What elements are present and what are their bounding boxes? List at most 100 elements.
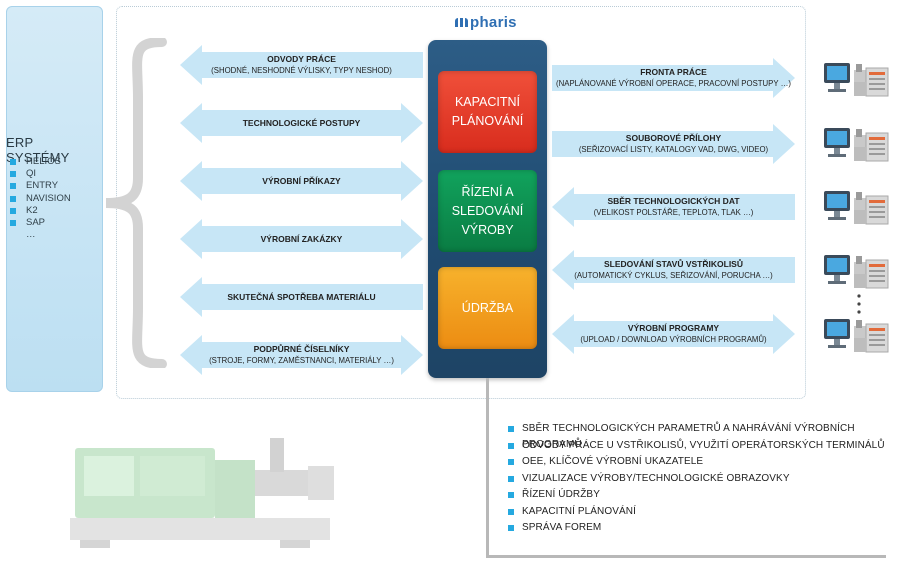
- pharis-core-column: KAPACITNÍ PLÁNOVÁNÍ ŘÍZENÍ A SLEDOVÁNÍ V…: [428, 40, 547, 378]
- feature-item: OEE, KLÍČOVÉ VÝROBNÍ UKAZATELE: [508, 454, 900, 471]
- arrow-shape-icon: [552, 314, 795, 354]
- arrow-body: [180, 335, 423, 375]
- arrow-subtitle: (NAPLÁNOVANÉ VÝROBNÍ OPERACE, PRACOVNÍ P…: [556, 79, 791, 88]
- arrow-shape-icon: [180, 103, 423, 143]
- bullet-square-icon: [10, 219, 16, 226]
- pharis-logo-mark-icon: [455, 18, 468, 27]
- arrow-production-orders: VÝROBNÍ PŘÍKAZY: [180, 161, 423, 201]
- arrow-subtitle: (STROJE, FORMY, ZAMĚSTNANCI, MATERIÁLY ……: [209, 356, 394, 365]
- arrow-shape-icon: [552, 187, 795, 227]
- erp-item-helios: HELIOS: [10, 156, 71, 168]
- bullet-square-icon: [508, 525, 514, 531]
- arrow-title: SLEDOVÁNÍ STAVŮ VSTŘIKOLISŮ: [603, 259, 743, 269]
- arrow-title: SBĚR TECHNOLOGICKÝCH DAT: [607, 196, 740, 206]
- feature-item: ODVODY PRÁCE U VSTŘIKOLISŮ, VYUŽITÍ OPER…: [508, 438, 900, 455]
- machine-terminal-icon: [822, 125, 892, 165]
- bullet-square-icon: [10, 183, 16, 190]
- arrow-body: [552, 187, 795, 227]
- erp-item-label: SAP: [26, 216, 46, 228]
- arrow-title: FRONTA PRÁCE: [640, 67, 707, 77]
- arrow-shape-icon: [180, 335, 423, 375]
- arrow-machine-states: SLEDOVÁNÍ STAVŮ VSTŘIKOLISŮ (AUTOMATICKÝ…: [552, 250, 795, 290]
- erp-item-more: …: [10, 229, 71, 241]
- arrow-body: [552, 58, 795, 98]
- arrow-title: VÝROBNÍ PROGRAMY: [627, 323, 720, 333]
- erp-item-navision: NAVISION: [10, 193, 71, 205]
- bullet-square-icon: [508, 508, 514, 515]
- bullet-square-icon: [508, 426, 514, 432]
- erp-item-label: ENTRY: [26, 180, 59, 192]
- bullet-square-icon: [10, 171, 16, 178]
- arrow-title: PODPŮRNÉ ČÍSELNÍKY: [253, 344, 350, 354]
- arrow-support-codebooks: PODPŮRNÉ ČÍSELNÍKY (STROJE, FORMY, ZAMĚS…: [180, 335, 423, 375]
- pharis-logo-text: pharis: [470, 14, 517, 31]
- maintenance-block: ÚDRŽBA: [438, 267, 537, 349]
- feature-label: ODVODY PRÁCE U VSTŘIKOLISŮ, VYUŽITÍ OPER…: [522, 439, 885, 451]
- erp-item-label: HELIOS: [26, 156, 61, 167]
- arrow-title: SOUBOROVÉ PŘÍLOHY: [625, 133, 722, 143]
- erp-item-entry: ENTRY: [10, 180, 71, 192]
- arrow-subtitle: (UPLOAD / DOWNLOAD VÝROBNÍCH PROGRAMŮ): [580, 335, 767, 344]
- arrow-work-reports: ODVODY PRÁCE (SHODNÉ, NESHODNÉ VÝLISKY, …: [180, 45, 423, 85]
- machine-terminal-icon: [822, 188, 892, 228]
- injection-molding-machine-image: [70, 438, 334, 548]
- arrow-body: [552, 124, 795, 164]
- arrow-title: SKUTEČNÁ SPOTŘEBA MATERIÁLU: [227, 292, 376, 302]
- erp-item-label: K2: [26, 204, 38, 216]
- connector-line: [486, 555, 886, 558]
- arrow-title: TECHNOLOGICKÉ POSTUPY: [242, 118, 361, 128]
- arrow-body: [180, 277, 423, 317]
- arrow-title: VÝROBNÍ ZAKÁZKY: [260, 234, 343, 244]
- feature-label: VIZUALIZACE VÝROBY/TECHNOLOGICKÉ OBRAZOV…: [522, 472, 790, 484]
- arrow-shape-icon: [180, 277, 423, 317]
- bullet-square-icon: [508, 442, 514, 449]
- feature-item: KAPACITNÍ PLÁNOVÁNÍ: [508, 504, 900, 521]
- erp-title: ERP SYSTÉMY: [6, 135, 70, 165]
- arrow-body: [180, 161, 423, 201]
- capacity-planning-label: KAPACITNÍ PLÁNOVÁNÍ: [451, 95, 524, 128]
- bullet-square-icon: [10, 159, 16, 165]
- arrow-shape-icon: [180, 45, 423, 85]
- arrow-title: VÝROBNÍ PŘÍKAZY: [262, 176, 341, 186]
- arrow-shape-icon: [552, 58, 795, 98]
- arrow-body: [552, 314, 795, 354]
- arrow-shape-icon: [552, 124, 795, 164]
- arrow-body: [180, 219, 423, 259]
- arrow-subtitle: (VELIKOST POLSTÁŘE, TEPLOTA, TLAK …): [593, 208, 754, 217]
- arrow-subtitle: (AUTOMATICKÝ CYKLUS, SEŘIZOVÁNÍ, PORUCHA…: [574, 271, 773, 280]
- pharis-logo: pharis: [455, 14, 517, 31]
- arrow-title: ODVODY PRÁCE: [267, 54, 336, 64]
- feature-label: ŘÍZENÍ ÚDRŽBY: [522, 489, 600, 500]
- bullet-square-icon: [508, 475, 514, 482]
- arrow-body: [180, 103, 423, 143]
- feature-item: ŘÍZENÍ ÚDRŽBY: [508, 487, 900, 504]
- erp-item-label: NAVISION: [26, 192, 71, 204]
- erp-item-label: QI: [26, 168, 37, 180]
- arrow-file-attachments: SOUBOROVÉ PŘÍLOHY (SEŘIZOVACÍ LISTY, KAT…: [552, 124, 795, 164]
- brace-icon: [105, 38, 167, 368]
- arrow-shape-icon: [552, 250, 795, 290]
- production-control-block: ŘÍZENÍ A SLEDOVÁNÍ VÝROBY: [438, 170, 537, 252]
- erp-item-sap: SAP: [10, 217, 71, 229]
- feature-list: SBĚR TECHNOLOGICKÝCH PARAMETRŮ A NAHRÁVÁ…: [508, 421, 900, 537]
- erp-item-label: …: [26, 229, 36, 241]
- machine-terminal-icon: [822, 252, 892, 292]
- arrow-production-programs: VÝROBNÍ PROGRAMY (UPLOAD / DOWNLOAD VÝRO…: [552, 314, 795, 354]
- machine-terminal-icon: [822, 60, 892, 100]
- bullet-square-icon: [10, 195, 16, 202]
- arrow-subtitle: (SHODNÉ, NESHODNÉ VÝLISKY, TYPY NESHOD): [211, 66, 392, 75]
- arrow-shape-icon: [180, 219, 423, 259]
- erp-panel: [6, 6, 103, 392]
- arrow-material-consumption: SKUTEČNÁ SPOTŘEBA MATERIÁLU: [180, 277, 423, 317]
- bullet-square-icon: [10, 207, 16, 214]
- arrow-body: [180, 45, 423, 85]
- arrow-technological-procedures: TECHNOLOGICKÉ POSTUPY: [180, 103, 423, 143]
- arrow-production-jobs: VÝROBNÍ ZAKÁZKY: [180, 219, 423, 259]
- maintenance-label: ÚDRŽBA: [461, 300, 514, 315]
- arrow-subtitle: (SEŘIZOVACÍ LISTY, KATALOGY VAD, DWG, VI…: [578, 145, 769, 154]
- arrow-technological-data: SBĚR TECHNOLOGICKÝCH DAT (VELIKOST POLST…: [552, 187, 795, 227]
- bullet-square-icon: [508, 492, 514, 498]
- arrow-body: [552, 250, 795, 290]
- capacity-planning-block: KAPACITNÍ PLÁNOVÁNÍ: [438, 71, 537, 153]
- feature-item: VIZUALIZACE VÝROBY/TECHNOLOGICKÉ OBRAZOV…: [508, 471, 900, 488]
